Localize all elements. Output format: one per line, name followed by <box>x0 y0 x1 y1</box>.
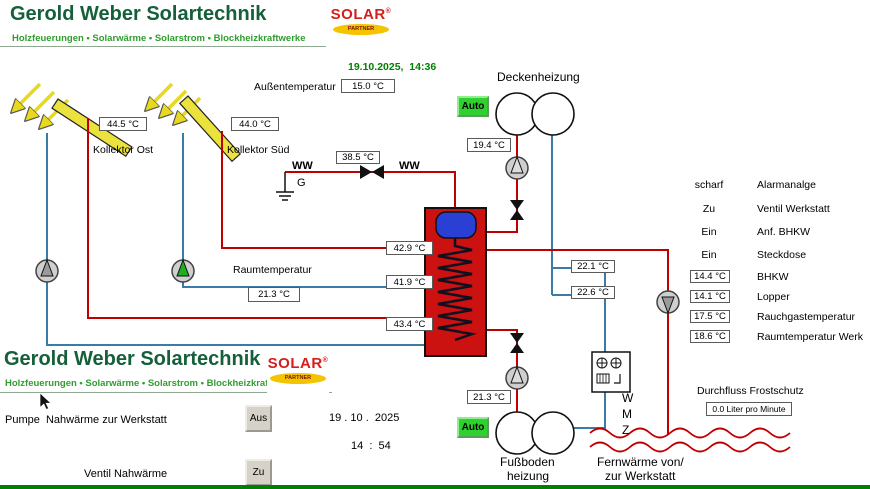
logo-word-2: SOLAR <box>267 355 323 372</box>
solar-partner-logo-top: SOLAR® PARTNER <box>330 2 392 48</box>
bottom-green-bar <box>0 485 870 489</box>
logo-swoosh: PARTNER <box>333 24 389 35</box>
status-value-steckdose: Ein <box>701 249 717 261</box>
outdoor-temp-value: 15.0 °C <box>341 79 395 93</box>
pump-icon-collector-sued <box>171 258 195 283</box>
pump-icon-remote <box>656 290 680 315</box>
pump-nahwaerme-label: Pumpe Nahwärme zur Werkstatt <box>5 414 167 426</box>
logo-partner-text-2: PARTNER <box>284 375 312 381</box>
collector-sued-panel <box>178 95 242 163</box>
time-bottom: 14 : 54 <box>351 440 391 452</box>
status-value-raumtemp-werk: 18.6 °C <box>690 330 730 343</box>
datetime-top: 19.10.2025, 14:36 <box>348 61 437 73</box>
tank-temp-mid: 41.9 °C <box>386 275 433 289</box>
status-label-anf-bhkw: Anf. BHKW <box>757 226 811 238</box>
logo-word: SOLAR <box>330 6 386 23</box>
g-label: G <box>297 177 306 189</box>
loop-temp-lower: 22.6 °C <box>571 286 615 299</box>
floor-heating-label-1: Fußboden <box>500 455 555 469</box>
valve-icon-floor <box>510 333 524 353</box>
date-bottom: 19 . 10 . 2025 <box>329 412 400 424</box>
loop-temp-upper: 22.1 °C <box>571 260 615 273</box>
storage-tank <box>424 207 487 357</box>
status-label-raumtemp-werk: Raumtemperatur Werk <box>757 331 864 343</box>
remote-heat-label-2: zur Werkstatt <box>605 469 676 483</box>
status-value-rauchgas-temp: 17.5 °C <box>690 310 730 323</box>
ground-symbol <box>276 172 294 201</box>
mouse-cursor <box>39 392 52 410</box>
logo-registered-mark-2: ® <box>322 357 329 364</box>
status-value-lopper-temp: 14.1 °C <box>690 290 730 303</box>
collector-sued-temp: 44.0 °C <box>231 117 279 131</box>
status-label-steckdose: Steckdose <box>757 249 807 261</box>
wmz-letter-m: M <box>622 407 632 421</box>
wmz-letter-z: Z <box>622 423 630 437</box>
pump-icon-collector-ost <box>35 258 59 283</box>
ww-temp-value: 38.5 °C <box>336 151 380 164</box>
valve-icon-ww <box>360 165 384 179</box>
collector-ost-label: Kollektor Ost <box>93 144 154 156</box>
status-value-bhkw-temp: 14.4 °C <box>690 270 730 283</box>
status-label-lopper: Lopper <box>757 291 790 303</box>
district-heating-wave-1 <box>589 427 791 439</box>
brand-title-bottom: Gerold Weber Solartechnik <box>4 348 261 370</box>
status-value-anf-bhkw: Ein <box>701 226 717 238</box>
status-label-alarm: Alarmanalge <box>757 179 816 191</box>
ceiling-auto-button[interactable]: Auto <box>457 96 489 117</box>
room-temp-value: 21.3 °C <box>248 287 300 302</box>
floor-flow-temp: 21.3 °C <box>467 390 511 404</box>
brand-subtitle-top: Holzfeuerungen • Solarwärme • Solarstrom… <box>12 33 306 44</box>
status-label-ventil-werkstatt: Ventil Werkstatt <box>757 203 830 215</box>
valve-icon-ceiling <box>510 200 524 220</box>
floor-auto-button[interactable]: Auto <box>457 417 489 438</box>
ceiling-heating-symbol <box>495 92 575 136</box>
outdoor-temp-label: Außentemperatur <box>254 81 336 93</box>
status-value-alarm: scharf <box>694 179 724 191</box>
district-heating-wave-2 <box>589 441 791 453</box>
logo-partner-text: PARTNER <box>347 26 375 32</box>
ventil-nahwaerme-button[interactable]: Zu <box>245 459 272 486</box>
pump-icon-floor <box>505 365 529 390</box>
brand-divider-bottom <box>0 392 332 393</box>
flow-label: Durchfluss Frostschutz <box>697 385 804 397</box>
logo-registered-mark: ® <box>385 8 392 15</box>
tank-temp-bottom: 43.4 °C <box>386 317 433 331</box>
wmz-letter-w: W <box>622 391 634 405</box>
ventil-nahwaerme-label: Ventil Nahwärme <box>84 468 168 480</box>
room-temp-label: Raumtemperatur <box>233 264 312 276</box>
logo-swoosh-2: PARTNER <box>270 373 326 384</box>
collector-ost-temp: 44.5 °C <box>99 117 147 131</box>
status-label-bhkw: BHKW <box>757 271 789 283</box>
floor-heating-symbol <box>495 411 575 455</box>
pump-icon-ceiling <box>505 155 529 180</box>
tank-temp-top: 42.9 °C <box>386 241 433 255</box>
floor-heating-label-2: heizung <box>507 469 550 483</box>
collector-sued-label: Kollektor Süd <box>227 144 290 156</box>
brand-title-top: Gerold Weber Solartechnik <box>10 3 267 25</box>
ceiling-flow-temp: 19.4 °C <box>467 138 511 152</box>
ww-label-right: WW <box>399 160 420 172</box>
heating-coil <box>437 238 477 342</box>
status-label-rauchgas: Rauchgastemperatur <box>757 311 856 323</box>
flow-value: 0.0 Liter pro Minute <box>706 402 792 416</box>
brand-subtitle-bottom: Holzfeuerungen • Solarwärme • Solarstrom… <box>5 378 299 389</box>
brand-divider-top <box>0 46 326 47</box>
solar-partner-logo-bottom: SOLAR® PARTNER <box>267 351 329 397</box>
ww-label-left: WW <box>292 160 313 172</box>
tank-top-fitting <box>435 211 477 239</box>
hot-pipes <box>87 118 791 453</box>
status-value-ventil-werkstatt: Zu <box>702 203 716 215</box>
cold-pipes <box>46 133 606 429</box>
remote-heat-label-1: Fernwärme von/ <box>597 455 684 469</box>
heat-meter-symbol <box>591 351 631 393</box>
ceiling-heating-label: Deckenheizung <box>497 70 580 84</box>
pump-nahwaerme-button[interactable]: Aus <box>245 405 272 432</box>
